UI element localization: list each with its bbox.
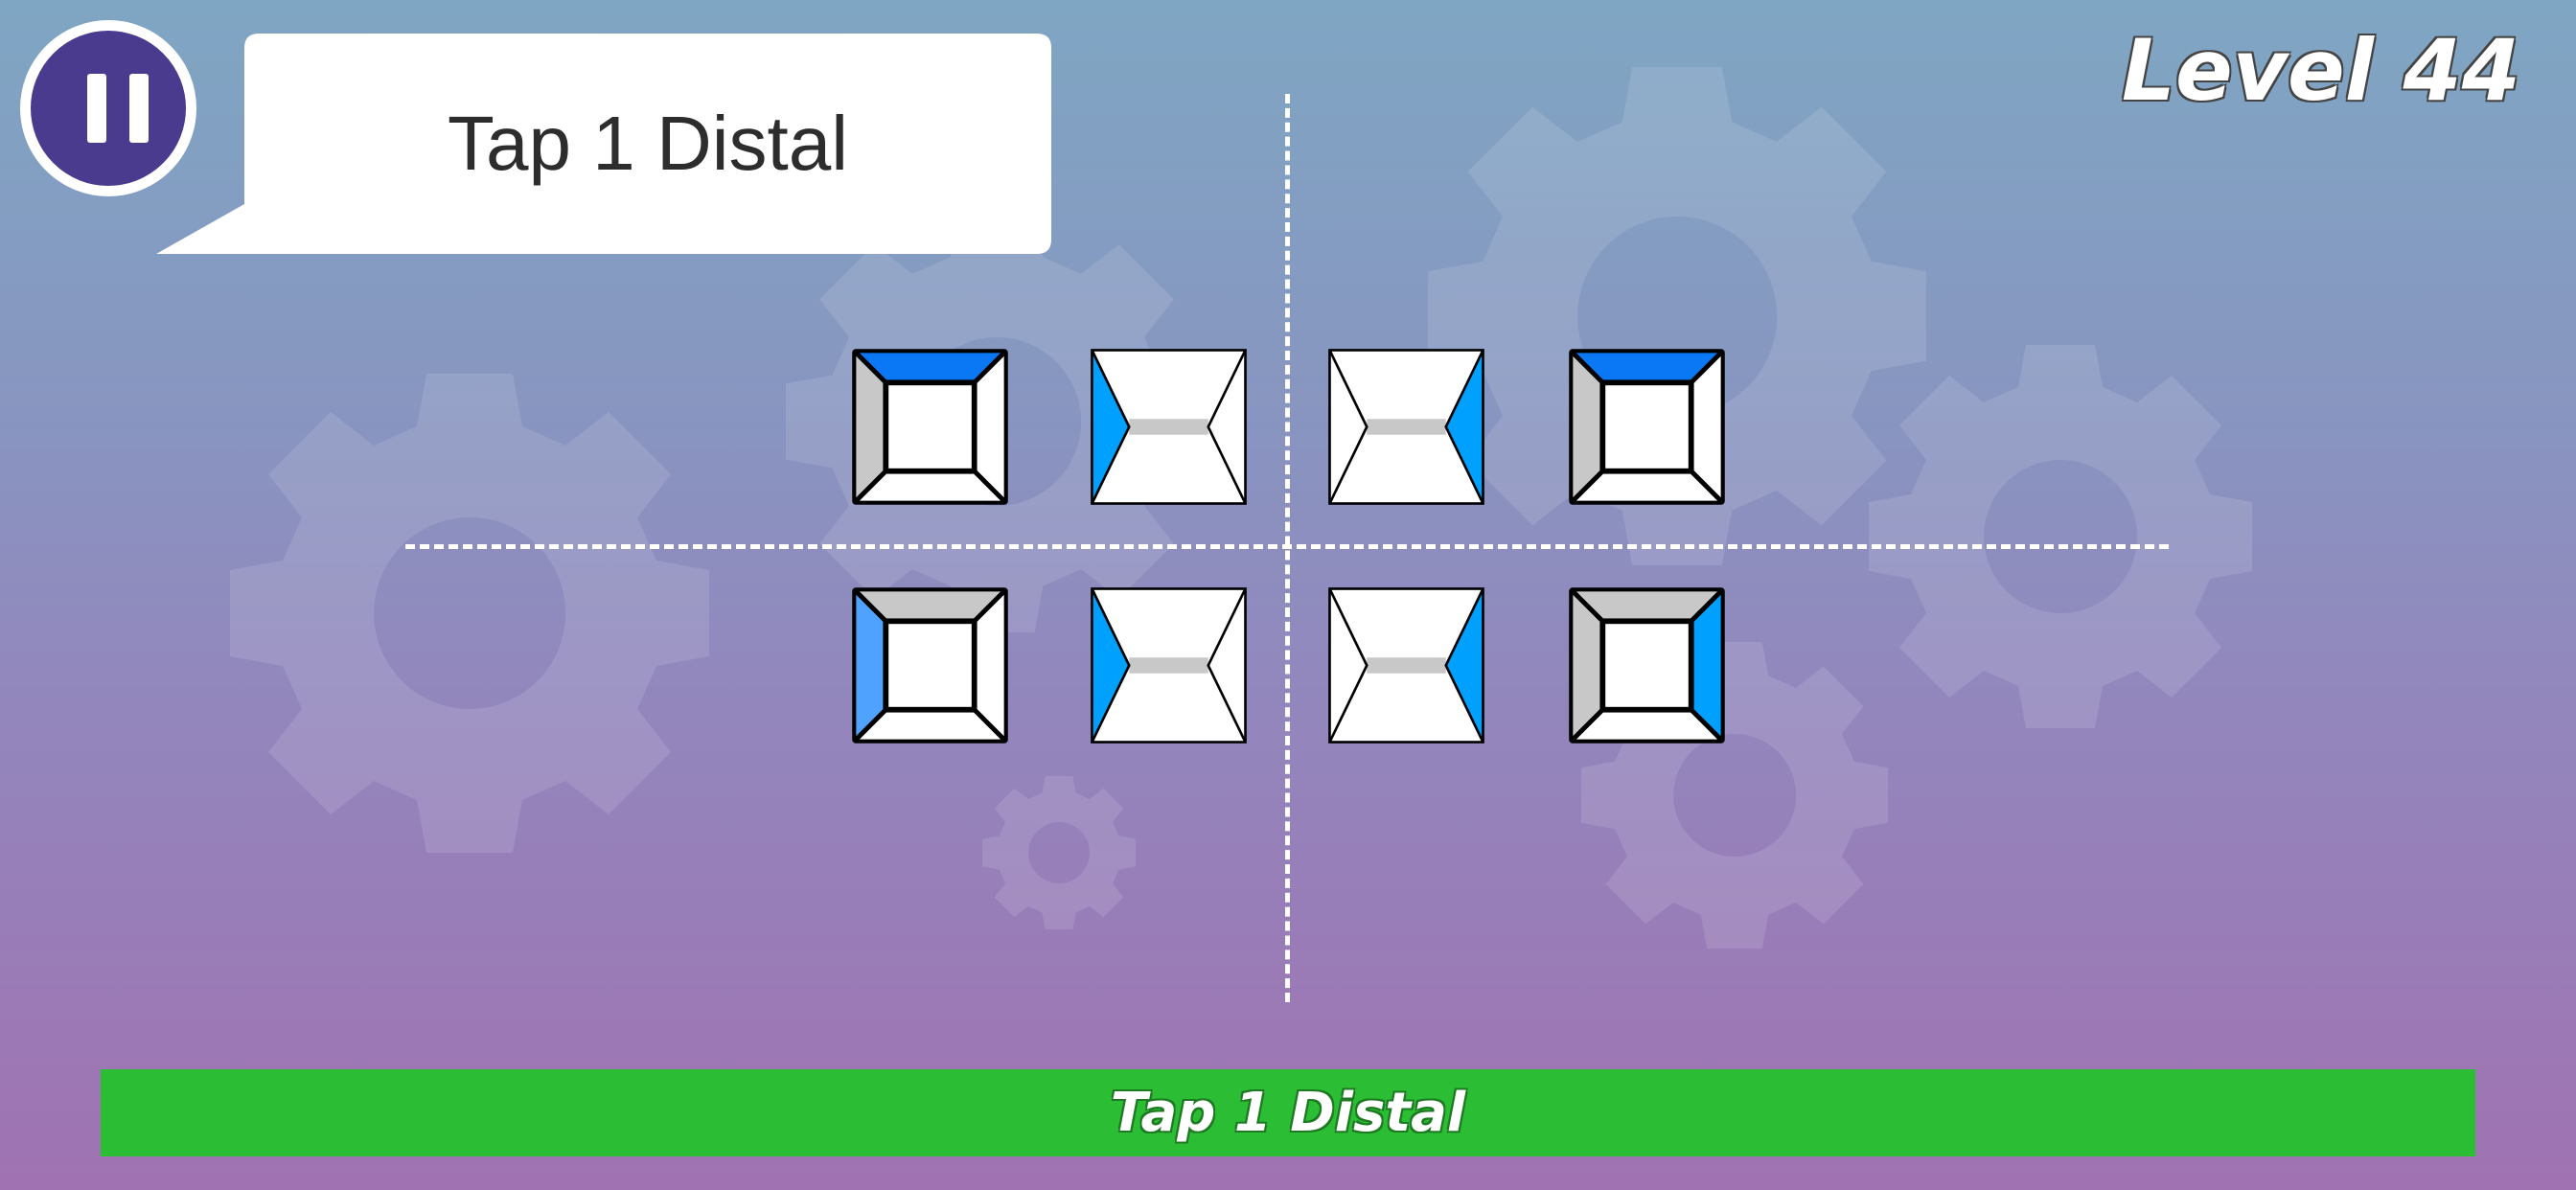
pause-icon <box>129 74 149 143</box>
tile-frame[interactable] <box>1568 586 1726 744</box>
tile-frame[interactable] <box>851 586 1009 744</box>
tile-bowtie[interactable] <box>1090 348 1248 506</box>
gear-icon <box>1869 345 2252 728</box>
horizontal-divider <box>405 544 2169 549</box>
gear-icon <box>982 776 1136 929</box>
tile-bowtie[interactable] <box>1090 586 1248 744</box>
pause-button[interactable] <box>20 20 196 196</box>
tile-bowtie[interactable] <box>1327 348 1485 506</box>
instruction-bubble: Tap 1 Distal <box>153 34 1051 254</box>
tile-frame[interactable] <box>851 348 1009 506</box>
pause-icon <box>87 74 106 143</box>
level-label: Level 44 <box>2121 21 2520 120</box>
prompt-text: Tap 1 Distal <box>1110 1082 1466 1144</box>
gear-icon <box>230 374 709 853</box>
prompt-bar[interactable]: Tap 1 Distal <box>101 1069 2475 1156</box>
instruction-text: Tap 1 Distal <box>448 101 848 186</box>
tile-frame[interactable] <box>1568 348 1726 506</box>
tile-bowtie[interactable] <box>1327 586 1485 744</box>
